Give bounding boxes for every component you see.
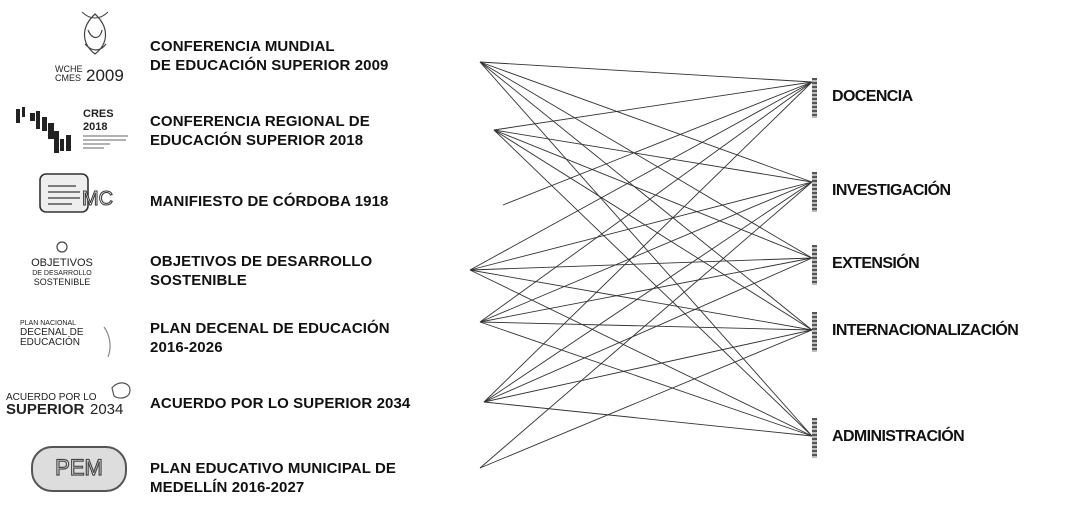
connection-pem-investigacion [479, 181, 813, 469]
cordoba-manifesto-logo-icon: MC [0, 170, 140, 226]
connection-acuerdo-docencia [483, 81, 813, 403]
wche-logo-icon: WCHE CMES 2009 [0, 10, 140, 85]
connection-wche-internacionalizacion [479, 61, 813, 331]
source-label: OBJETIVOS DE DESARROLLO SOSTENIBLE [150, 253, 373, 289]
connection-pnde-administracion [479, 321, 813, 437]
source-wche: WCHE CMES 2009 CONFERENCIA MUNDIAL DE ED… [0, 10, 470, 85]
connection-cres-docencia [493, 81, 813, 131]
connection-wche-investigacion [479, 61, 813, 183]
svg-text:2034: 2034 [90, 401, 123, 418]
connection-acuerdo-extension [483, 257, 813, 403]
connection-pnde-extension [479, 257, 813, 323]
svg-text:PLAN NACIONAL: PLAN NACIONAL [20, 320, 76, 327]
svg-text:CMES: CMES [55, 73, 81, 83]
target-bar [812, 418, 817, 458]
acuerdo-superior-logo-icon: ACUERDO POR LO SUPERIOR 2034 [0, 376, 140, 432]
svg-text:WCHE: WCHE [55, 64, 83, 74]
source-label: PLAN EDUCATIVO MUNICIPAL DE MEDELLÍN 201… [150, 460, 397, 496]
source-ods: OBJETIVOS DE DESARROLLO SOSTENIBLE OBJET… [0, 240, 470, 296]
connection-pnde-internacionalizacion [479, 321, 813, 331]
source-label: CONFERENCIA REGIONAL DE EDUCACIÓN SUPERI… [150, 113, 370, 149]
source-acuerdo: ACUERDO POR LO SUPERIOR 2034 ACUERDO POR… [0, 376, 470, 432]
target-bar [812, 245, 817, 285]
source-label: ACUERDO POR LO SUPERIOR 2034 [150, 395, 411, 412]
svg-text:2018: 2018 [83, 121, 107, 133]
target-bar [812, 312, 817, 352]
connection-wche-docencia [479, 61, 813, 83]
source-pnde: PLAN NACIONAL DECENAL DE EDUCACIÓN PLAN … [0, 307, 470, 363]
target-label: EXTENSIÓN [832, 255, 920, 272]
connection-pnde-docencia [479, 81, 813, 323]
target-label: DOCENCIA [832, 88, 913, 105]
svg-text:DE DESARROLLO: DE DESARROLLO [32, 270, 92, 277]
connection-wche-extension [479, 61, 813, 259]
source-cres: CRES 2018 CONFERENCIA REGIONAL DE EDUCAC… [0, 105, 470, 161]
connection-ods-investigacion [469, 181, 813, 271]
connection-acuerdo-administracion [483, 401, 813, 437]
connection-pem-internacionalizacion [479, 329, 813, 469]
svg-text:EDUCACIÓN: EDUCACIÓN [20, 335, 80, 348]
source-label: MANIFIESTO DE CÓRDOBA 1918 [150, 193, 389, 210]
connection-cres-extension [493, 129, 813, 259]
connection-cres-internacionalizacion [493, 129, 813, 331]
source-label: CONFERENCIA MUNDIAL DE EDUCACIÓN SUPERIO… [150, 38, 389, 74]
connection-wche-administracion [479, 61, 813, 437]
target-label: INTERNACIONALIZACIÓN [832, 322, 1019, 339]
svg-text:MC: MC [82, 188, 113, 210]
connection-acuerdo-investigacion [483, 181, 813, 403]
ods-logo-icon: OBJETIVOS DE DESARROLLO SOSTENIBLE [0, 240, 140, 296]
svg-text:SUPERIOR: SUPERIOR [6, 401, 85, 418]
target-label: ADMINISTRACIÓN [832, 428, 965, 445]
target-bar [812, 172, 817, 212]
connection-pnde-investigacion [479, 181, 813, 323]
svg-text:ACUERDO POR LO: ACUERDO POR LO [6, 392, 97, 403]
source-pem: PEM PLAN EDUCATIVO MUNICIPAL DE MEDELLÍN… [0, 445, 470, 501]
pem-logo-icon: PEM [0, 445, 140, 501]
svg-text:2009: 2009 [86, 66, 124, 85]
connection-ods-extension [469, 257, 813, 271]
cres-logo-icon: CRES 2018 [0, 105, 140, 161]
target-label: INVESTIGACIÓN [832, 182, 951, 199]
svg-text:DECENAL DE: DECENAL DE [20, 327, 84, 338]
svg-text:SOSTENIBLE: SOSTENIBLE [34, 277, 91, 287]
connection-cres-investigacion [493, 129, 813, 183]
target-bar [812, 78, 817, 118]
connection-acuerdo-internacionalizacion [483, 329, 813, 403]
source-cordoba: MC MANIFIESTO DE CÓRDOBA 1918 [0, 170, 470, 226]
svg-text:CRES: CRES [83, 108, 114, 120]
pnde-logo-icon: PLAN NACIONAL DECENAL DE EDUCACIÓN [0, 307, 140, 363]
connection-cres-administracion [493, 129, 813, 437]
svg-text:PEM: PEM [55, 455, 103, 480]
connection-ods-administracion [469, 269, 813, 437]
connection-ods-docencia [469, 81, 813, 271]
connection-ods-internacionalizacion [469, 269, 813, 331]
connection-cordoba-docencia [502, 81, 813, 206]
svg-text:OBJETIVOS: OBJETIVOS [31, 257, 93, 269]
source-label: PLAN DECENAL DE EDUCACIÓN 2016-2026 [150, 320, 390, 356]
